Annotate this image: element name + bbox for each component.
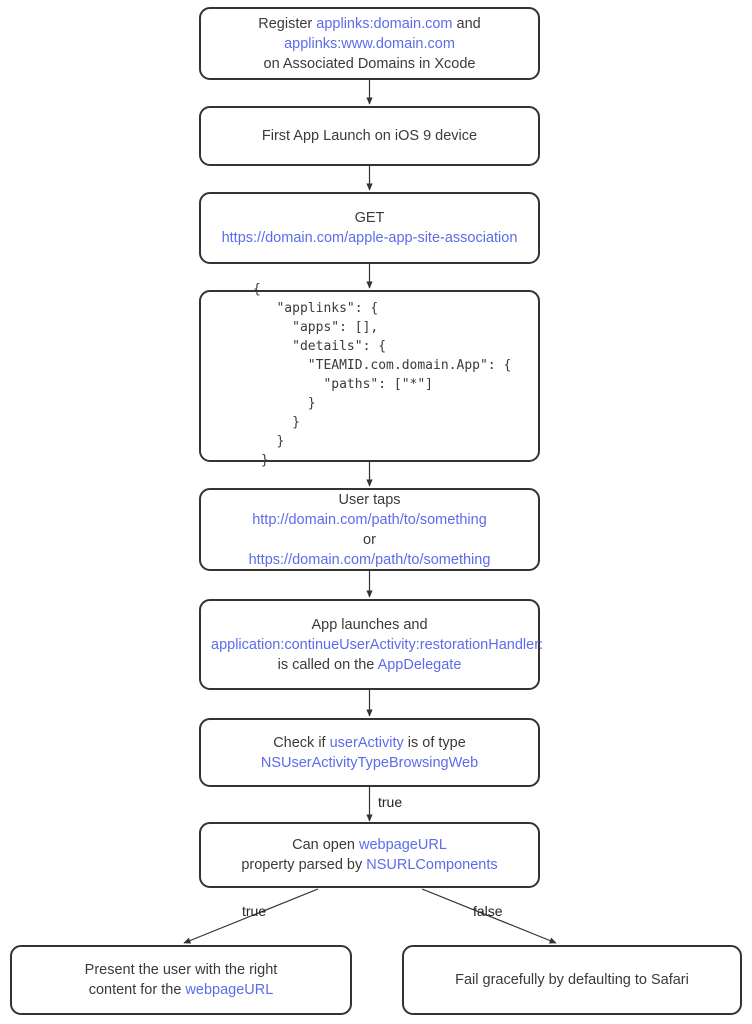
check-line-1: Check if userActivity is of type <box>273 734 466 751</box>
edge-label-false-branch: false <box>473 903 503 919</box>
browsingweb-type-link: NSUserActivityTypeBrowsingWeb <box>260 754 479 771</box>
user-taps-line-4: https://domain.com/path/to/something <box>211 550 528 570</box>
can-open-line-1: Can open webpageURL <box>292 837 447 853</box>
user-taps-line-2: http://domain.com/path/to/something <box>211 510 528 530</box>
node-check-useractivity-type[interactable]: Check if userActivity is of type NSUserA… <box>199 718 540 787</box>
get-line-2: https://domain.com/apple-app-site-associ… <box>211 228 528 248</box>
https-url-link: https://domain.com/path/to/something <box>248 551 491 568</box>
user-taps-line-1: User taps <box>338 491 401 508</box>
nsurlcomponents-link: NSURLComponents <box>366 857 498 873</box>
check-line-2: NSUserActivityTypeBrowsingWeb <box>211 753 528 773</box>
register-line-1: Register applinks:domain.com and <box>258 15 481 32</box>
webpageurl-link: webpageURL <box>359 837 447 853</box>
association-json-code: { "applinks": { "apps": [], "details": {… <box>253 282 512 468</box>
node-fail-gracefully-safari[interactable]: Fail gracefully by defaulting to Safari <box>402 945 742 1015</box>
applinks-www-domain-link: applinks:www.domain.com <box>284 35 455 52</box>
app-launches-line-1: App launches and <box>311 616 428 633</box>
present-line-1: Present the user with the right <box>84 962 278 978</box>
present-line-2: content for the webpageURL <box>88 982 274 998</box>
app-launches-line-2: application:continueUserActivity:restora… <box>211 635 543 655</box>
node-user-taps-link[interactable]: User taps http://domain.com/path/to/some… <box>199 488 540 571</box>
continue-user-activity-selector: application:continueUserActivity:restora… <box>211 636 544 653</box>
first-launch-line-1: First App Launch on iOS 9 device <box>261 128 478 144</box>
node-get-association-file[interactable]: GET https://domain.com/apple-app-site-as… <box>199 192 540 264</box>
register-line-2: applinks:www.domain.com <box>211 34 528 54</box>
applinks-domain-link: applinks:domain.com <box>316 15 453 32</box>
http-url-link: http://domain.com/path/to/something <box>252 511 487 528</box>
node-register-domains[interactable]: Register applinks:domain.com and applink… <box>199 7 540 80</box>
webpageurl-link-bottom: webpageURL <box>185 982 274 998</box>
association-url-link: https://domain.com/apple-app-site-associ… <box>221 230 518 246</box>
appdelegate-link: AppDelegate <box>377 656 462 673</box>
register-line-3: on Associated Domains in Xcode <box>263 55 476 72</box>
node-first-app-launch[interactable]: First App Launch on iOS 9 device <box>199 106 540 166</box>
node-association-json[interactable]: { "applinks": { "apps": [], "details": {… <box>199 282 540 468</box>
app-launches-line-3: is called on the AppDelegate <box>277 656 462 673</box>
edge-label-true-branch: true <box>242 903 267 919</box>
get-line-1: GET <box>354 210 385 226</box>
node-can-open-webpageurl[interactable]: Can open webpageURL property parsed by N… <box>199 822 540 888</box>
can-open-line-2: property parsed by NSURLComponents <box>241 857 498 873</box>
user-taps-line-3: or <box>363 531 376 548</box>
useractivity-link: userActivity <box>329 734 404 751</box>
fail-line-1: Fail gracefully by defaulting to Safari <box>455 972 689 988</box>
node-present-right-content[interactable]: Present the user with the right content … <box>10 945 352 1015</box>
node-app-launches-delegate[interactable]: App launches and application:continueUse… <box>199 599 543 690</box>
edge-label-true-vertical: true <box>378 794 403 810</box>
